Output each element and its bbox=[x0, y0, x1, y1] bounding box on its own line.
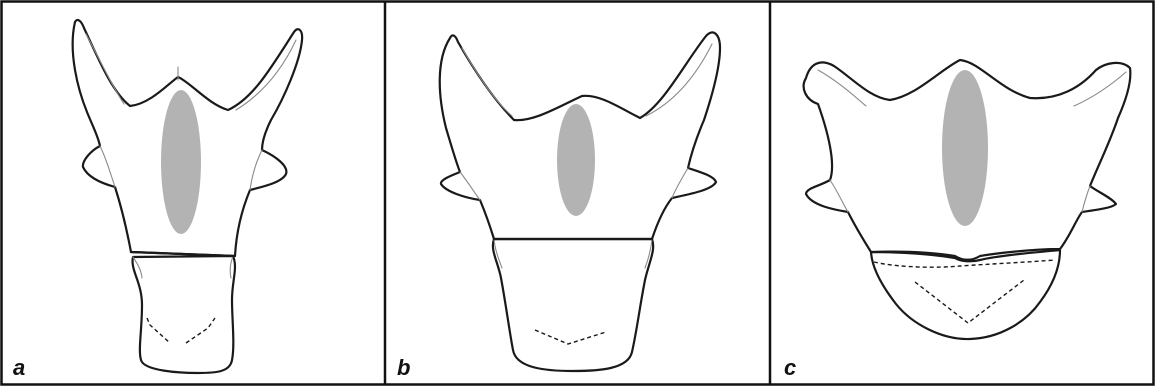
panel-a-lower-plate bbox=[133, 256, 235, 373]
panel-c-lower-plate bbox=[871, 250, 1060, 339]
panel-b bbox=[440, 32, 720, 371]
panel-b-label: b bbox=[397, 355, 410, 380]
panel-b-gray-spot bbox=[557, 104, 595, 216]
panel-a bbox=[73, 20, 302, 373]
panel-c-gray-spot bbox=[942, 70, 988, 226]
panel-a-gray-spot bbox=[161, 90, 201, 234]
panel-b-lower-plate bbox=[493, 239, 653, 371]
panel-a-label: a bbox=[13, 355, 25, 380]
panel-c bbox=[804, 60, 1131, 339]
panel-c-label: c bbox=[784, 355, 796, 380]
